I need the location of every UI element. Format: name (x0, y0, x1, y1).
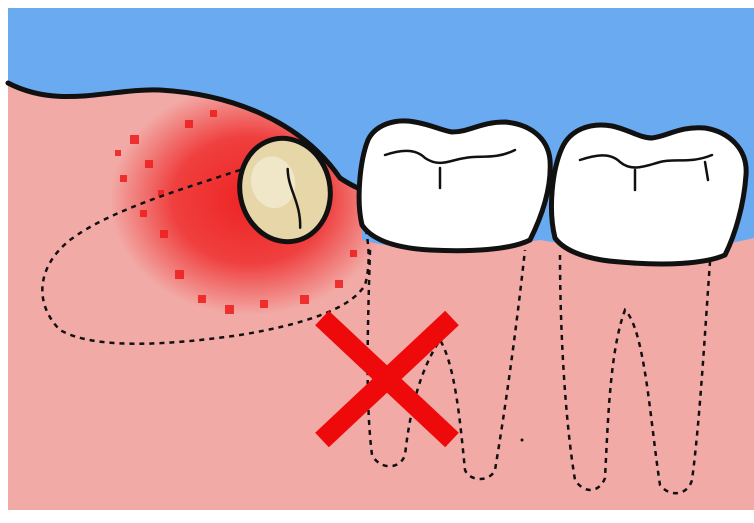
molar-1-crown (359, 121, 550, 251)
molar-2-crown (551, 125, 746, 264)
stray-dot (521, 439, 524, 442)
